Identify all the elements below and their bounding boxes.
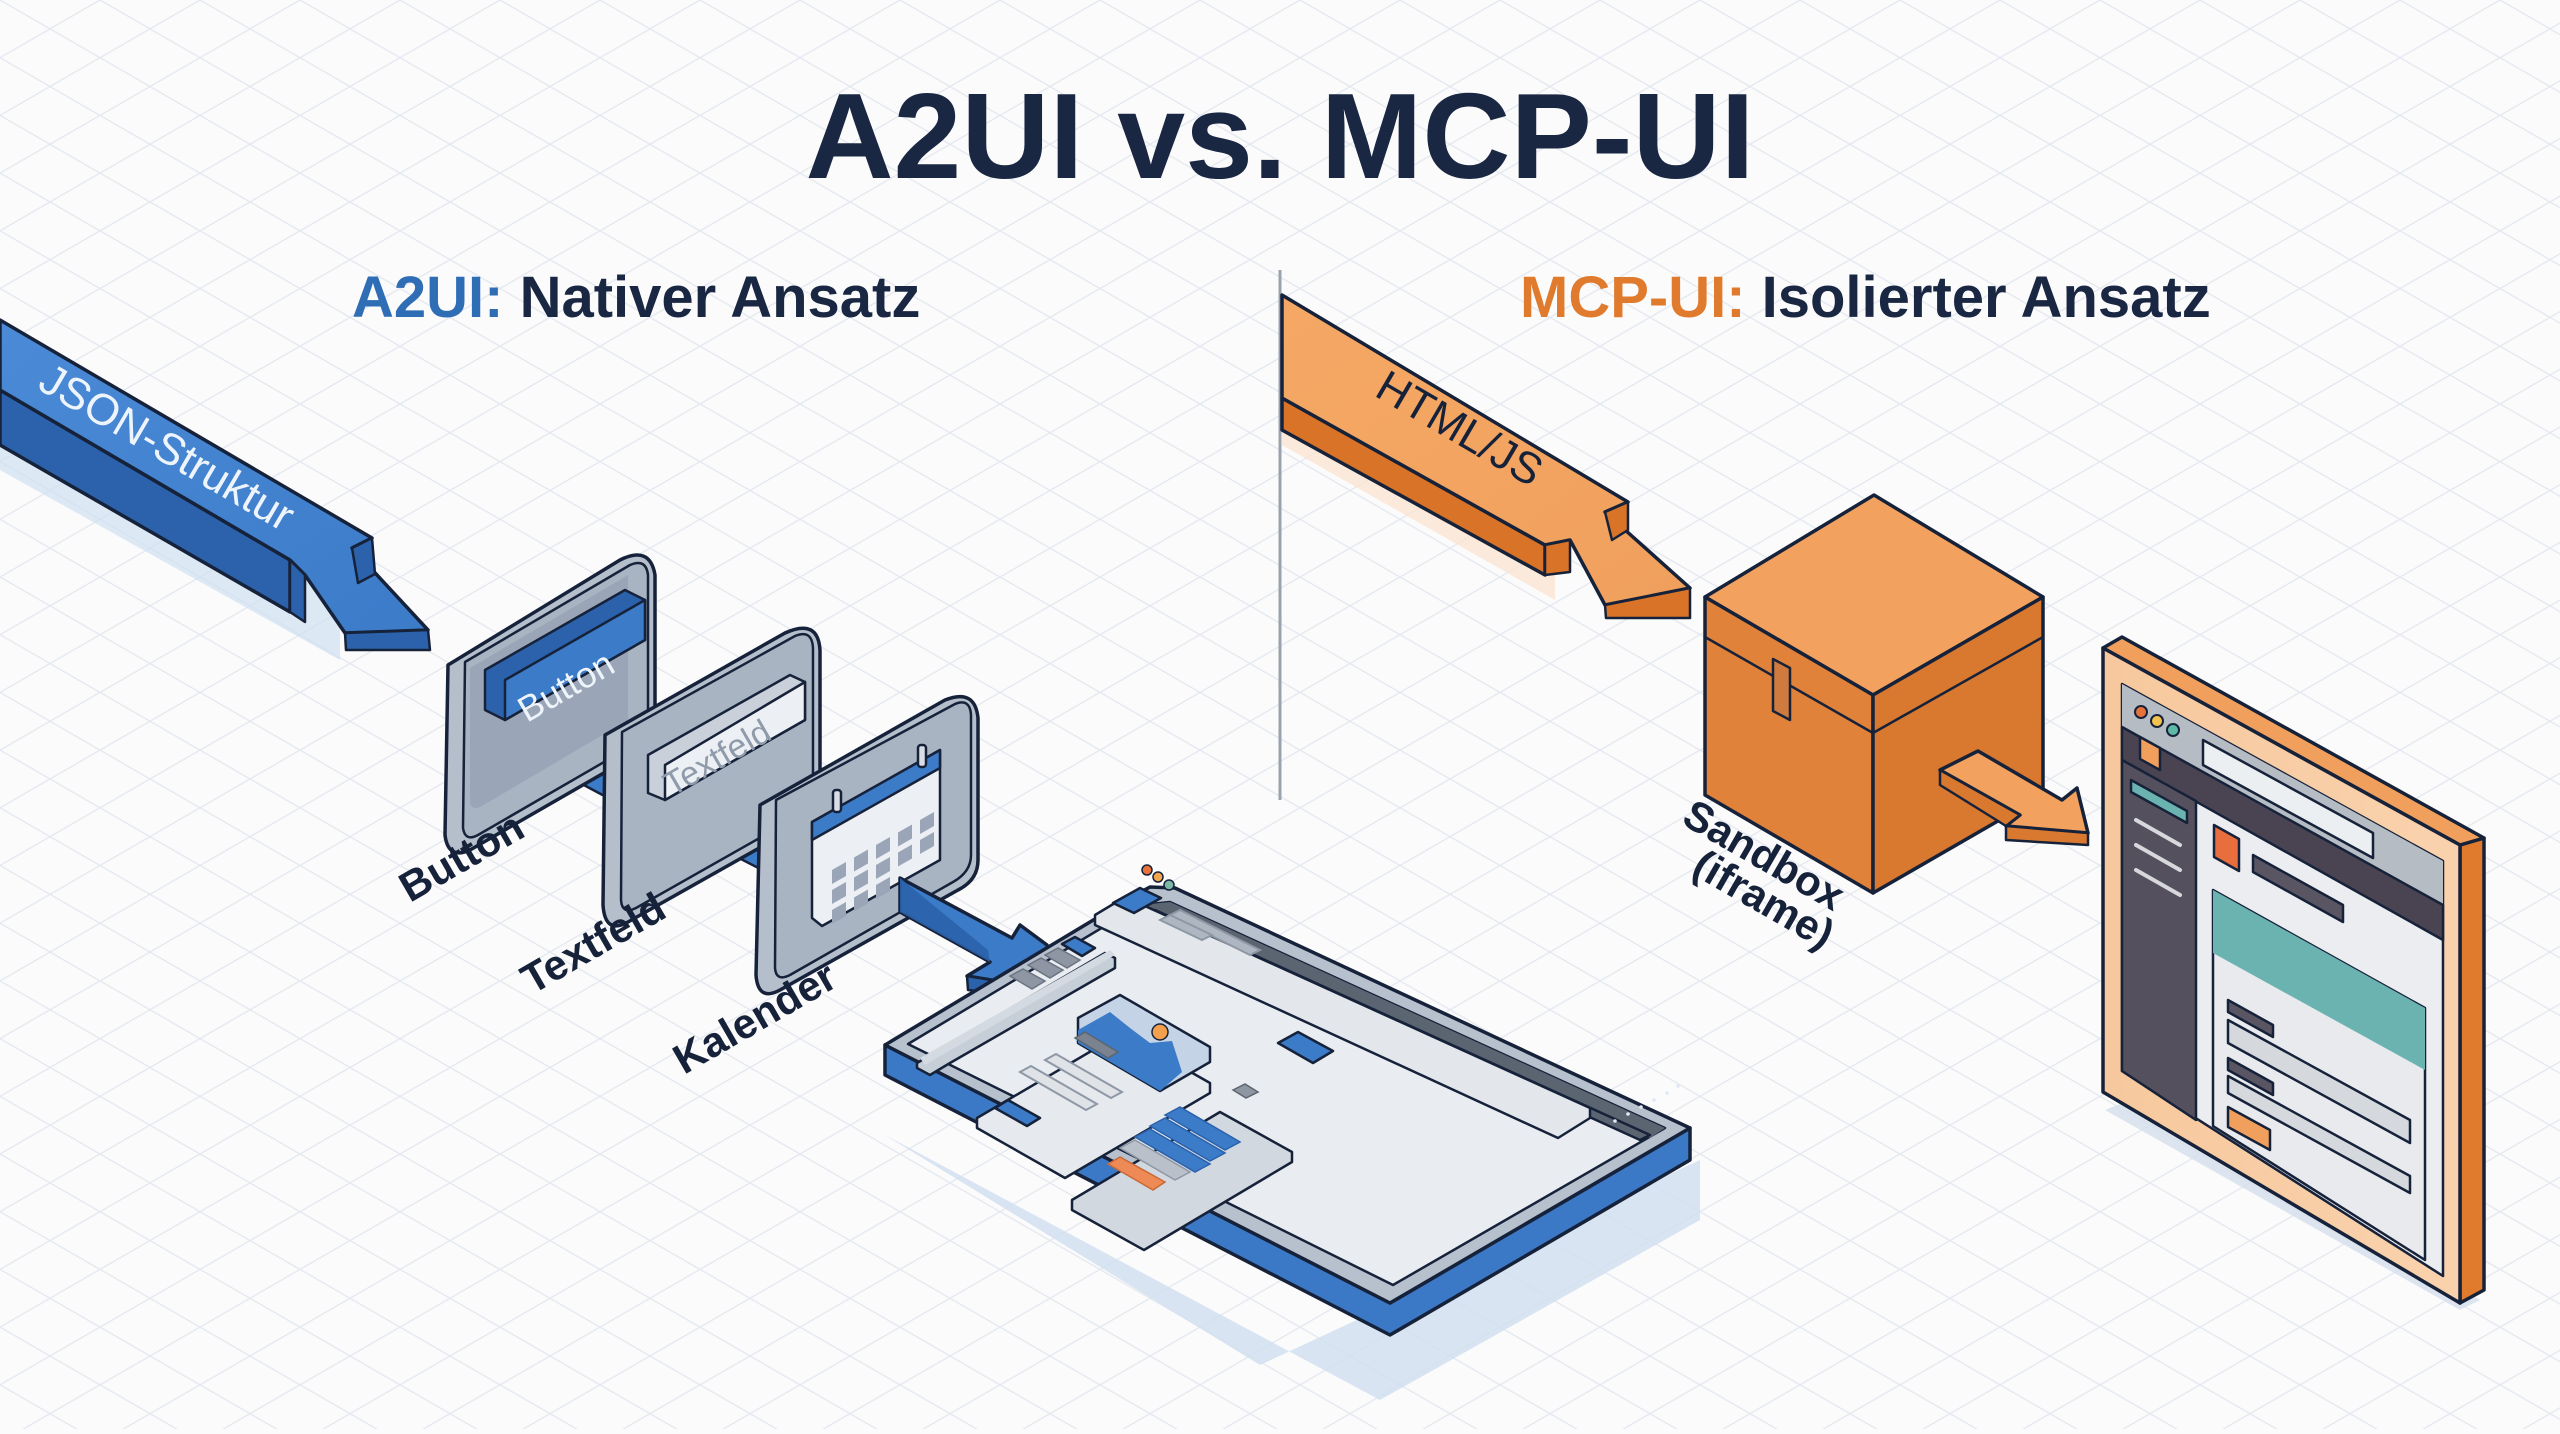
- a2ui-heading: A2UI: Nativer Ansatz: [352, 265, 920, 330]
- textfield-component-card: Textfeld: [601, 626, 822, 928]
- calendar-component-card: [754, 694, 980, 996]
- mcp-ui-heading: MCP-UI: Isolierter Ansatz: [1520, 265, 2211, 330]
- mcp-ui-heading-text: Isolierter Ansatz: [1746, 265, 2211, 330]
- calendar-day-cell: [898, 824, 912, 847]
- vent-dots: [1613, 1084, 1680, 1123]
- json-structure-arrow: JSON-Struktur: [0, 318, 432, 660]
- calendar-day-cell: [854, 889, 868, 912]
- iframe-browser-window-icon: [2101, 635, 2486, 1310]
- calendar-day-cell: [832, 882, 846, 904]
- a2ui-heading-text: Nativer Ansatz: [503, 265, 920, 330]
- calendar-day-cell: [854, 849, 868, 872]
- button-widget-icon: Button: [483, 588, 647, 730]
- button-component-card: Button: [443, 553, 657, 855]
- calendar-day-cell: [920, 832, 934, 854]
- html-js-arrow: HTML/JS: [1280, 293, 1692, 620]
- calendar-day-cell: [854, 869, 868, 892]
- calendar-day-cell: [876, 877, 890, 899]
- calendar-icon: [810, 743, 942, 928]
- calendar-day-cell: [898, 844, 912, 867]
- calendar-day-cell: [832, 862, 846, 884]
- calendar-day-cell: [832, 902, 846, 924]
- calendar-day-cell: [876, 837, 890, 859]
- mcp-ui-heading-prefix: MCP-UI:: [1520, 265, 1746, 330]
- calendar-day-grid: [832, 812, 934, 924]
- calendar-day-cell: [876, 857, 890, 879]
- calendar-day-cell: [920, 812, 934, 834]
- sandbox-box-icon: [1703, 493, 2090, 895]
- a2ui-heading-prefix: A2UI:: [352, 265, 503, 330]
- native-app-window-icon: [883, 864, 1700, 1400]
- page-title: A2UI vs. MCP-UI: [805, 68, 1754, 204]
